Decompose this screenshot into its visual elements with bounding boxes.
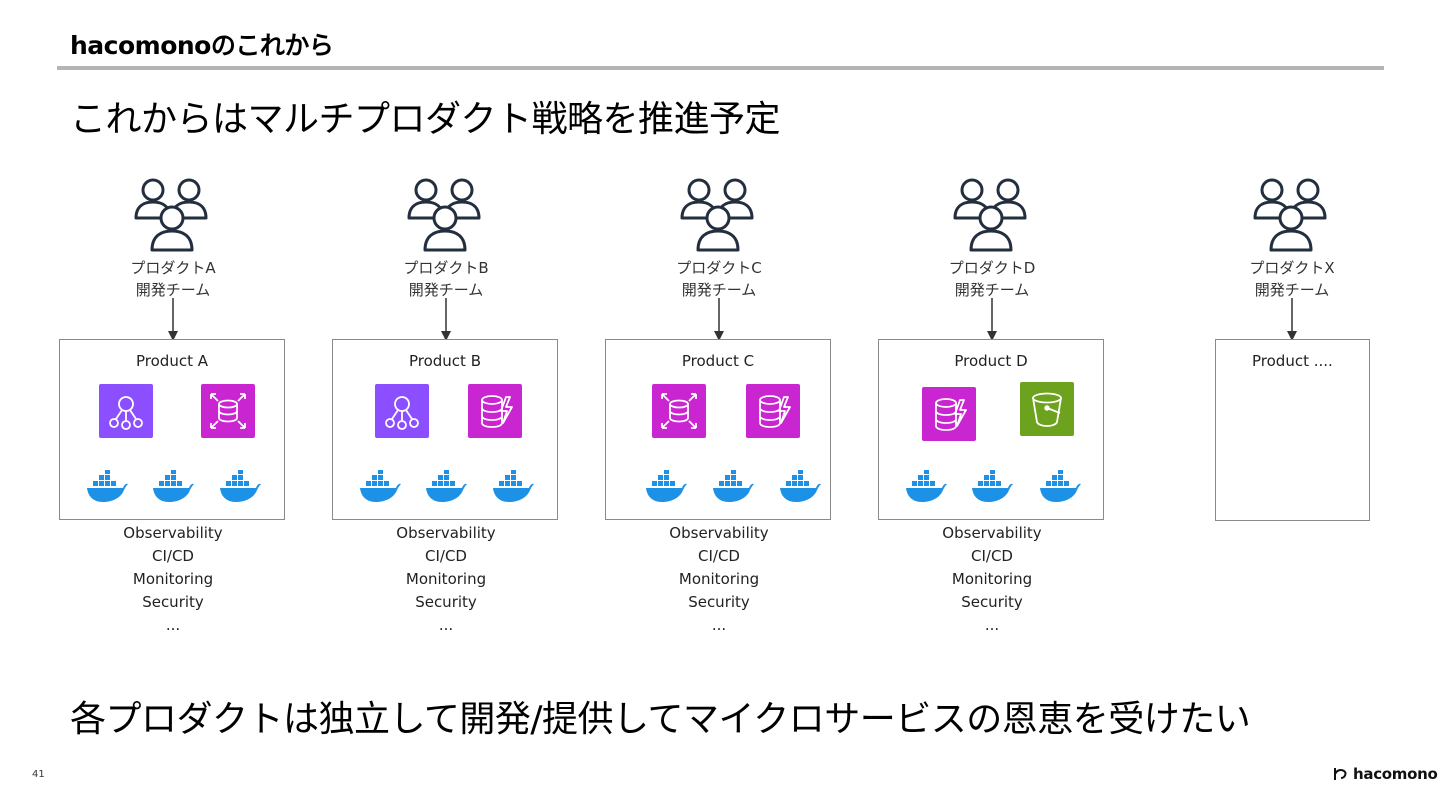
headline: これからはマルチプロダクト戦略を推進予定 — [70, 99, 781, 140]
product-column-c: プロダクトC 開発チーム Product C Observability CI/… — [604, 0, 834, 810]
product-box: Product B — [332, 339, 558, 520]
product-box: Product C — [605, 339, 831, 520]
product-title: Product C — [681, 352, 755, 370]
event-bridge-icon — [375, 384, 429, 438]
feature-item: Security — [961, 593, 1023, 611]
s3-bucket-icon — [1020, 382, 1074, 436]
team-role: 開発チーム — [1254, 281, 1330, 299]
arrow-down-icon — [166, 298, 180, 342]
feature-item: Monitoring — [951, 570, 1033, 588]
team-users-icon — [407, 176, 485, 254]
docker-icon — [1039, 470, 1081, 502]
team-label: プロダクトB 開発チーム — [331, 257, 561, 301]
docker-icon — [712, 470, 754, 502]
team-name: プロダクトC — [676, 259, 762, 277]
team-role: 開発チーム — [408, 281, 484, 299]
product-column-d: プロダクトD 開発チーム Product D Observability CI/… — [877, 0, 1107, 810]
team-name: プロダクトA — [130, 259, 216, 277]
feature-item: ... — [984, 616, 1000, 634]
rds-icon — [201, 384, 255, 438]
arrow-down-icon — [712, 298, 726, 342]
arrow-down-icon — [439, 298, 453, 342]
feature-item: Monitoring — [678, 570, 760, 588]
hacomono-logo: hacomono — [1333, 765, 1438, 783]
team-users-icon — [1253, 176, 1331, 254]
team-users-icon — [953, 176, 1031, 254]
product-column-a: プロダクトA 開発チーム Product A Observability CI/… — [58, 0, 288, 810]
feature-item: CI/CD — [425, 547, 467, 565]
team-role: 開発チーム — [681, 281, 757, 299]
arrow-down-icon — [1285, 298, 1299, 342]
feature-item: CI/CD — [971, 547, 1013, 565]
feature-item: Security — [142, 593, 204, 611]
rds-icon — [652, 384, 706, 438]
docker-icon — [779, 470, 821, 502]
container-row — [879, 470, 1103, 510]
team-name: プロダクトD — [948, 259, 1036, 277]
team-label: プロダクトD 開発チーム — [877, 257, 1107, 301]
feature-item: Observability — [942, 524, 1042, 542]
feature-item: Observability — [669, 524, 769, 542]
feature-item: Monitoring — [405, 570, 487, 588]
product-box: Product D — [878, 339, 1104, 520]
team-label: プロダクトX 開発チーム — [1177, 257, 1407, 301]
logo-text: hacomono — [1353, 765, 1438, 783]
feature-item: ... — [165, 616, 181, 634]
feature-item: Security — [415, 593, 477, 611]
team-users-icon — [134, 176, 212, 254]
feature-item: CI/CD — [698, 547, 740, 565]
feature-list: Observability CI/CD Monitoring Security … — [604, 522, 834, 637]
conclusion-statement: 各プロダクトは独立して開発/提供してマイクロサービスの恩恵を受けたい — [70, 699, 1251, 740]
team-name: プロダクトB — [403, 259, 489, 277]
product-column-x: プロダクトX 開発チーム Product .... — [1177, 0, 1407, 810]
container-row — [606, 470, 830, 510]
dynamodb-icon — [468, 384, 522, 438]
feature-list: Observability CI/CD Monitoring Security … — [877, 522, 1107, 637]
page-number: 41 — [32, 769, 45, 780]
product-title: Product B — [408, 352, 481, 370]
docker-icon — [645, 470, 687, 502]
container-row — [60, 470, 284, 510]
feature-item: CI/CD — [152, 547, 194, 565]
feature-item: Monitoring — [132, 570, 214, 588]
docker-icon — [219, 470, 261, 502]
team-users-icon — [680, 176, 758, 254]
docker-icon — [86, 470, 128, 502]
docker-icon — [152, 470, 194, 502]
section-title: hacomonoのこれから — [70, 31, 334, 60]
product-box-placeholder: Product .... — [1215, 339, 1370, 521]
arrow-down-icon — [985, 298, 999, 342]
docker-icon — [425, 470, 467, 502]
feature-item: Observability — [396, 524, 496, 542]
feature-item: ... — [438, 616, 454, 634]
team-name: プロダクトX — [1249, 259, 1335, 277]
docker-icon — [492, 470, 534, 502]
feature-list: Observability CI/CD Monitoring Security … — [58, 522, 288, 637]
feature-list: Observability CI/CD Monitoring Security … — [331, 522, 561, 637]
team-role: 開発チーム — [135, 281, 211, 299]
docker-icon — [905, 470, 947, 502]
product-box: Product A — [59, 339, 285, 520]
title-divider — [57, 66, 1384, 70]
container-row — [333, 470, 557, 510]
docker-icon — [971, 470, 1013, 502]
event-bridge-icon — [99, 384, 153, 438]
logo-mark-icon — [1334, 768, 1347, 780]
feature-item: Security — [688, 593, 750, 611]
product-title: Product D — [954, 352, 1028, 370]
feature-item: ... — [711, 616, 727, 634]
dynamodb-icon — [746, 384, 800, 438]
feature-item: Observability — [123, 524, 223, 542]
product-title: Product .... — [1252, 352, 1333, 370]
dynamodb-icon — [922, 387, 976, 441]
team-label: プロダクトC 開発チーム — [604, 257, 834, 301]
product-column-b: プロダクトB 開発チーム Product B Observability CI/… — [331, 0, 561, 810]
team-role: 開発チーム — [954, 281, 1030, 299]
docker-icon — [359, 470, 401, 502]
product-title: Product A — [136, 352, 208, 370]
team-label: プロダクトA 開発チーム — [58, 257, 288, 301]
